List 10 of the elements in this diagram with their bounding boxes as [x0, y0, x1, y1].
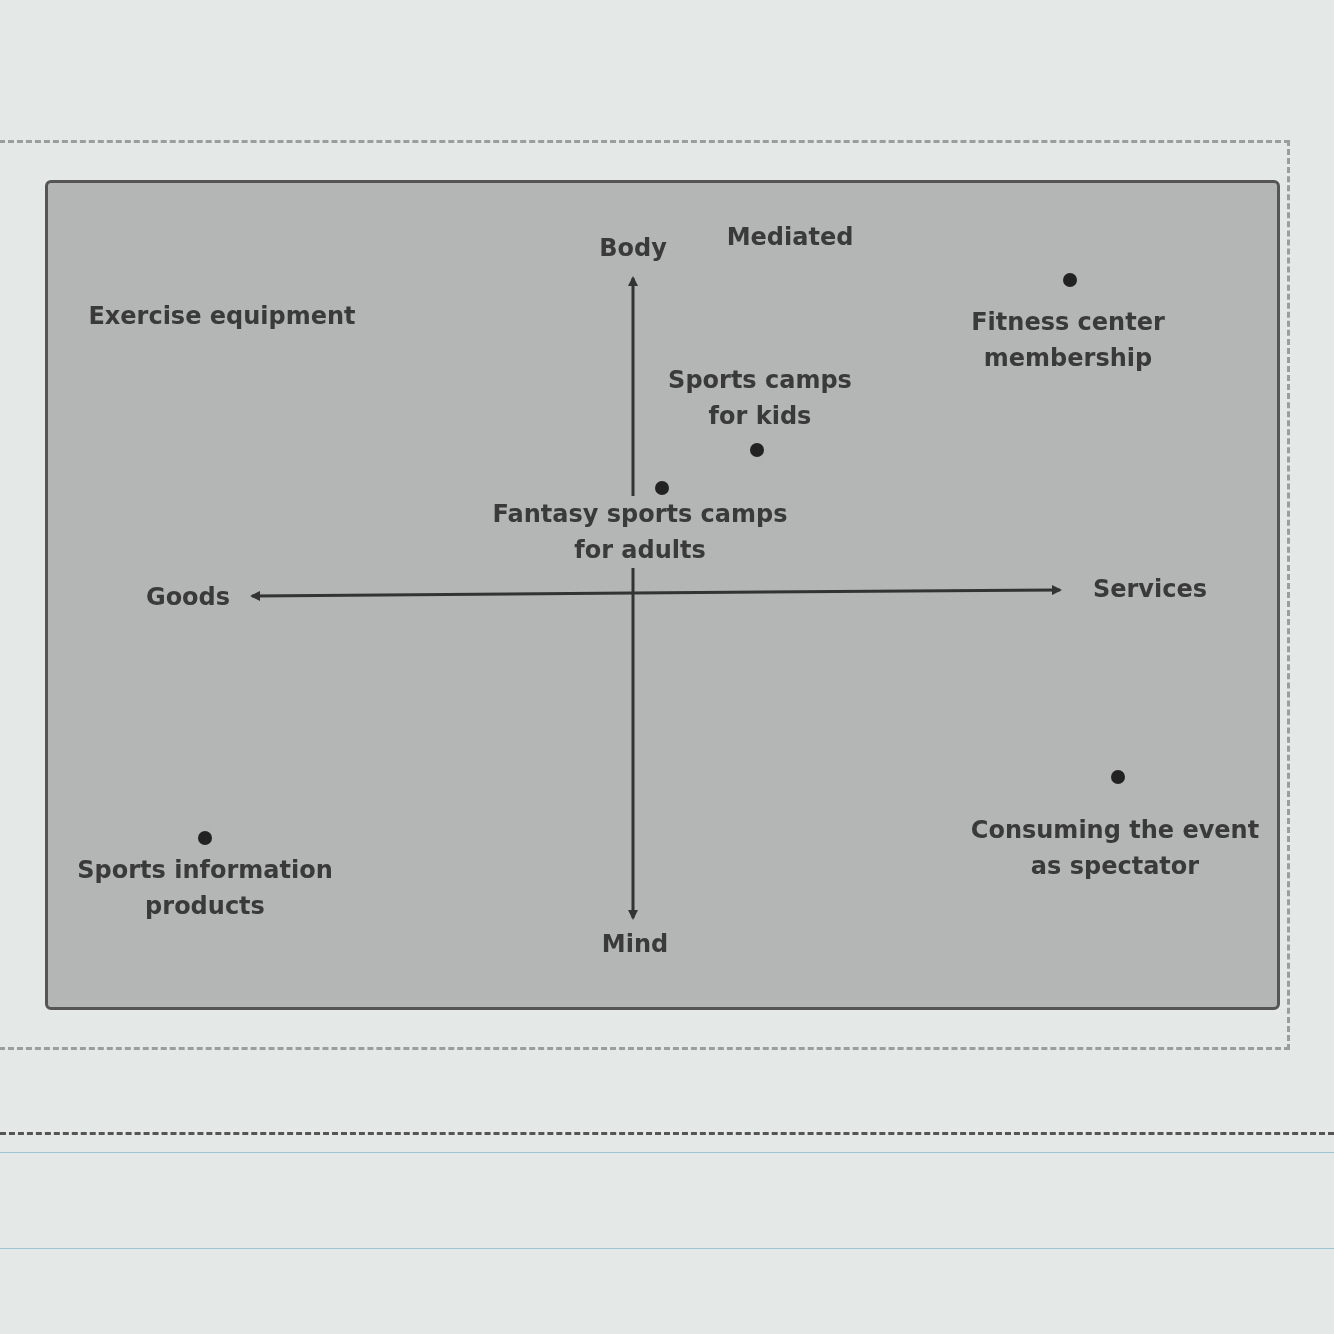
axis-label: Body [599, 233, 667, 264]
point-label: Consuming the event as spectator [969, 815, 1261, 882]
point-label: Sports camps for kids [667, 365, 853, 432]
point-label: Sports information products [76, 855, 334, 922]
axis-label: Mind [601, 929, 669, 960]
axis-label: Services [1092, 574, 1208, 605]
point-label: Fitness center membership [970, 307, 1166, 374]
axis-label: Goods [145, 582, 231, 613]
axis-label: Mediated [726, 222, 854, 253]
point-label: Exercise equipment [88, 301, 356, 332]
